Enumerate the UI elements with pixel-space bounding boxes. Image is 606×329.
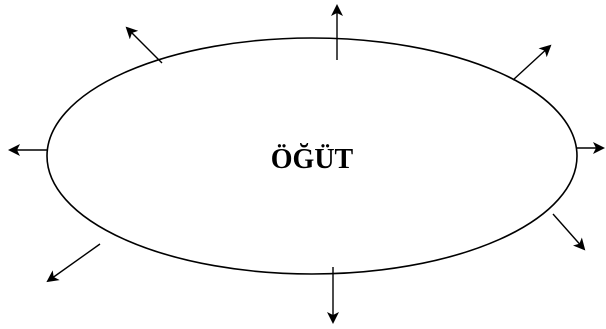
arrow-up-right (512, 44, 552, 81)
arrow-up-left (125, 26, 163, 64)
center-label: ÖĞÜT (271, 144, 354, 175)
central-ellipse (46, 37, 578, 275)
arrow-down-right (552, 213, 586, 251)
arrow-down-left (46, 243, 101, 283)
